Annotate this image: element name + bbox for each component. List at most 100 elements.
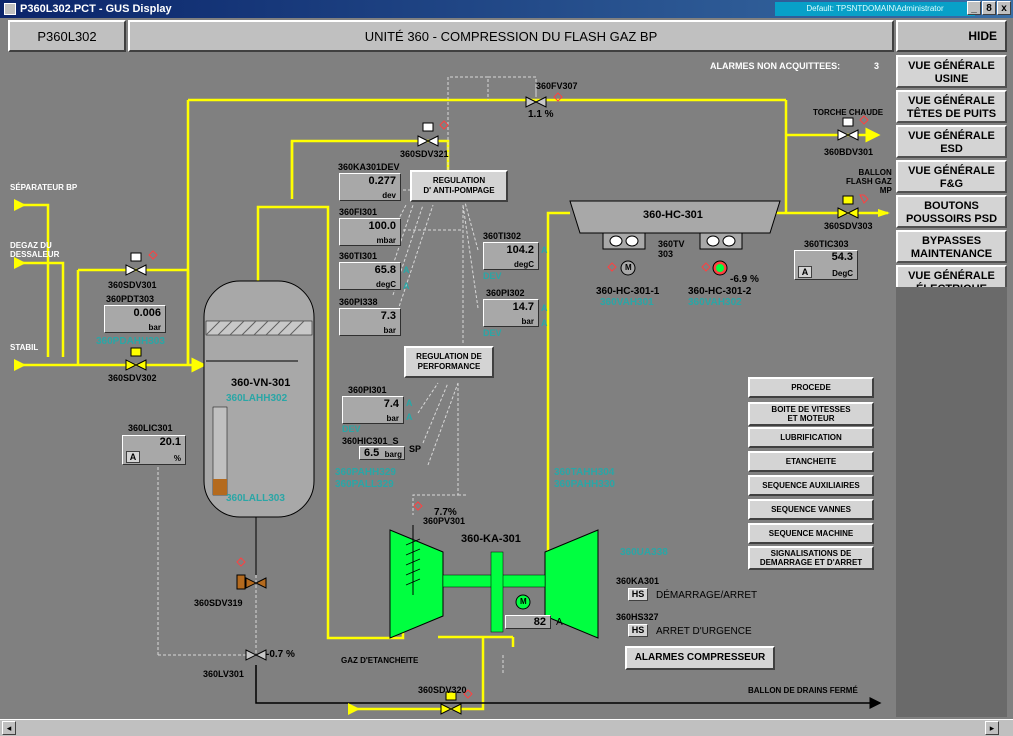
outlet-torche: TORCHE CHAUDE <box>813 108 884 117</box>
subview-etancheite[interactable]: ETANCHEITE <box>748 451 874 472</box>
alarm-lall303: 360LALL303 <box>226 493 285 504</box>
pdt303-display[interactable]: 0.006 bar <box>104 305 166 333</box>
pdt303-unit: bar <box>148 323 161 332</box>
tag-pv301[interactable]: 360PV301 <box>423 516 466 526</box>
hs-arret-urgence-button[interactable]: HS <box>628 624 648 637</box>
lic301-mode: A <box>126 451 140 463</box>
equipment-hc301-1[interactable]: 360-HC-301-1 <box>596 286 660 297</box>
tag-sdv321[interactable]: 360SDV321 <box>400 149 449 159</box>
ka301-speed-display[interactable]: 82 <box>505 615 551 629</box>
tic303-display[interactable]: 54.3 A DegC <box>794 250 858 280</box>
tag-fi301: 360FI301 <box>339 207 378 217</box>
pi338-value: 7.3 <box>380 310 396 322</box>
menu-bypasses[interactable]: BYPASSES MAINTENANCE <box>896 230 1007 263</box>
tag-bdv301[interactable]: 360BDV301 <box>824 147 874 157</box>
hic301-display[interactable]: 6.5 barg <box>359 446 405 460</box>
pi338-unit: bar <box>383 326 396 335</box>
menu-vue-tetes-puits[interactable]: VUE GÉNÉRALE TÊTES DE PUITS <box>896 90 1007 123</box>
subview-signalisations[interactable]: SIGNALISATIONS DE DEMARRAGE ET D'ARRET <box>748 546 874 570</box>
tag-fv307[interactable]: 360FV307 <box>536 81 578 91</box>
pi301-flag-dev: DEV <box>342 424 361 434</box>
outlet-ballon-flash: BALLON FLASH GAZ MP <box>846 168 892 195</box>
scroll-right-icon[interactable]: ▸ <box>985 721 999 735</box>
subview-sequence-auxiliaires[interactable]: SEQUENCE AUXILIAIRES <box>748 475 874 496</box>
tag-lv301[interactable]: 360LV301 <box>203 669 244 679</box>
tag-sdv301[interactable]: 360SDV301 <box>108 280 157 290</box>
regulation-performance[interactable]: REGULATION DE PERFORMANCE <box>404 346 494 378</box>
scroll-left-icon[interactable]: ◂ <box>2 721 16 735</box>
pi301-display[interactable]: 7.4 bar <box>342 396 404 424</box>
fv307-output: 1.1 % <box>528 109 554 120</box>
unit-id-button[interactable]: P360L302 <box>8 20 126 52</box>
fi301-display[interactable]: 100.0 mbar <box>339 218 401 246</box>
tag-tic303: 360TIC303 <box>804 239 849 249</box>
close-button[interactable]: x <box>997 1 1011 15</box>
horizontal-scrollbar[interactable]: ◂ ▸ <box>0 719 1013 736</box>
tag-sdv302[interactable]: 360SDV302 <box>108 373 157 383</box>
alarmes-compresseur-button[interactable]: ALARMES COMPRESSEUR <box>625 646 775 670</box>
alarm-lahh302: 360LAHH302 <box>226 393 288 404</box>
tag-ti302: 360TI302 <box>483 231 522 241</box>
alarm-ua338: 360UA338 <box>620 547 668 558</box>
tag-tv303[interactable]: 360TV 303 <box>658 239 685 259</box>
equipment-ka301[interactable]: 360-KA-301 <box>461 533 521 545</box>
menu-vue-usine[interactable]: VUE GÉNÉRALE USINE <box>896 55 1007 88</box>
ti301-flag-a2: A <box>403 281 410 291</box>
hs-demarrage-button[interactable]: HS <box>628 588 648 601</box>
menu-vue-esd[interactable]: VUE GÉNÉRALE ESD <box>896 125 1007 158</box>
window-title: P360L302.PCT - GUS Display <box>20 3 172 15</box>
equipment-hc301[interactable]: 360-HC-301 <box>643 209 703 221</box>
outlet-ballon-drains: BALLON DE DRAINS FERMÉ <box>748 686 858 695</box>
tag-sdv319[interactable]: 360SDV319 <box>194 598 243 608</box>
ti301-display[interactable]: 65.8 degC <box>339 262 401 290</box>
subview-procede[interactable]: PROCEDE <box>748 377 874 398</box>
tag-sdv303[interactable]: 360SDV303 <box>824 221 873 231</box>
tic303-value: 54.3 <box>831 251 853 263</box>
inlet-degaz: DEGAZ DU DESSALEUR <box>10 241 60 259</box>
tag-pi302: 360PI302 <box>486 288 525 298</box>
subview-boite-vitesses[interactable]: BOITE DE VITESSES ET MOTEUR <box>748 402 874 426</box>
tag-hs327: 360HS327 <box>616 612 659 622</box>
menu-boutons-psd[interactable]: BOUTONS POUSSOIRS PSD <box>896 195 1007 228</box>
inlet-stabil: STABIL <box>10 343 39 352</box>
ka301dev-unit: dev <box>382 191 396 200</box>
maximize-button[interactable]: 8 <box>982 1 996 15</box>
inlet-separateur: SÉPARATEUR BP <box>10 183 78 192</box>
equipment-vn301[interactable]: 360-VN-301 <box>231 377 291 389</box>
subview-sequence-vannes[interactable]: SEQUENCE VANNES <box>748 499 874 520</box>
motor-icon-ka301: M <box>520 597 527 606</box>
navigation-menu: VUE GÉNÉRALE USINE VUE GÉNÉRALE TÊTES DE… <box>896 55 1007 300</box>
tic303-mode: A <box>798 266 812 278</box>
tag-lic301: 360LIC301 <box>128 423 173 433</box>
alarm-pahh330: 360PAHH330 <box>554 479 615 490</box>
subview-lubrification[interactable]: LUBRIFICATION <box>748 427 874 448</box>
regulation-anti-pompage[interactable]: REGULATION D' ANTI-POMPAGE <box>410 170 508 202</box>
fi301-unit: mbar <box>376 236 396 245</box>
tag-pi338: 360PI338 <box>339 297 378 307</box>
alarm-tahh304: 360TAHH304 <box>554 467 615 478</box>
pi302-flag-dev: DEV <box>483 328 502 338</box>
pi338-display[interactable]: 7.3 bar <box>339 308 401 336</box>
lic301-value: 20.1 <box>159 436 181 448</box>
pi302-unit: bar <box>521 317 534 326</box>
arret-urgence-label: ARRET D'URGENCE <box>656 626 752 637</box>
ka301dev-display[interactable]: 0.277 dev <box>339 173 401 201</box>
window-titlebar: P360L302.PCT - GUS Display Default: TPSN… <box>0 0 1013 18</box>
pi301-unit: bar <box>386 414 399 423</box>
minimize-button[interactable]: _ <box>967 1 981 15</box>
ti302-display[interactable]: 104.2 degC <box>483 242 539 270</box>
pv301-output: 7.7% <box>434 507 457 518</box>
pi302-display[interactable]: 14.7 bar <box>483 299 539 327</box>
fi301-value: 100.0 <box>368 220 396 232</box>
ti301-flag-a1: A <box>403 265 410 275</box>
tag-sdv320[interactable]: 360SDV320 <box>418 685 467 695</box>
inlet-gaz-etancheite: GAZ D'ETANCHEITE <box>341 656 419 665</box>
menu-vue-fg[interactable]: VUE GÉNÉRALE F&G <box>896 160 1007 193</box>
ka301-speed-value: 82 <box>533 616 546 628</box>
hide-button[interactable]: HIDE <box>896 20 1007 52</box>
pi301-value: 7.4 <box>383 398 399 410</box>
equipment-hc301-2[interactable]: 360-HC-301-2 <box>688 286 752 297</box>
lic301-display[interactable]: 20.1 A % <box>122 435 186 465</box>
subview-sequence-machine[interactable]: SEQUENCE MACHINE <box>748 523 874 544</box>
